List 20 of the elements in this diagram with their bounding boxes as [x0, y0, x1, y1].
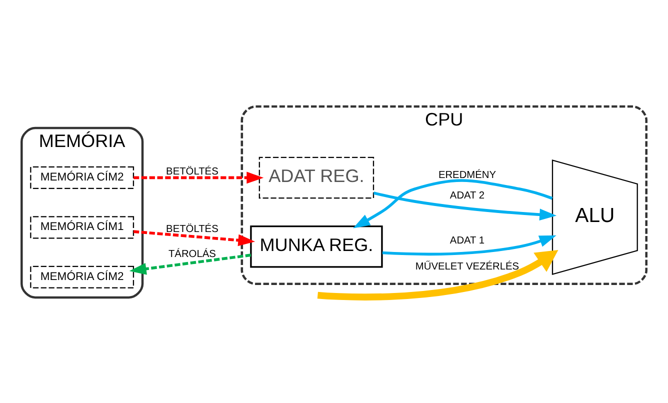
arrow — [133, 230, 256, 246]
arrow — [382, 234, 556, 256]
edge-label: ADAT 2 — [450, 190, 485, 201]
arrow — [129, 253, 252, 274]
arrow — [353, 178, 553, 228]
arrow — [317, 249, 558, 300]
node-box: ADAT REG. — [258, 156, 374, 198]
node-box: MEMÓRIA CÍM2 — [30, 265, 134, 288]
arrow — [134, 171, 264, 184]
edge-label: EREDMÉNY — [438, 169, 496, 180]
edge-label: BETÖLTÉS — [166, 166, 218, 178]
edge-label: TÁROLÁS — [168, 248, 216, 260]
node-box: ALU — [552, 158, 638, 275]
node-box: MEMÓRIA CÍM1 — [30, 216, 134, 238]
edge-label: BETÖLTÉS — [166, 224, 218, 235]
node-box: MUNKA REG. — [250, 224, 383, 268]
arrow — [373, 191, 557, 220]
node-box: MEMÓRIA CÍM2 — [30, 166, 134, 188]
edge-label: ADAT 1 — [450, 234, 485, 246]
edge-label: MŰVELET VEZÉRLÉS — [415, 260, 520, 272]
